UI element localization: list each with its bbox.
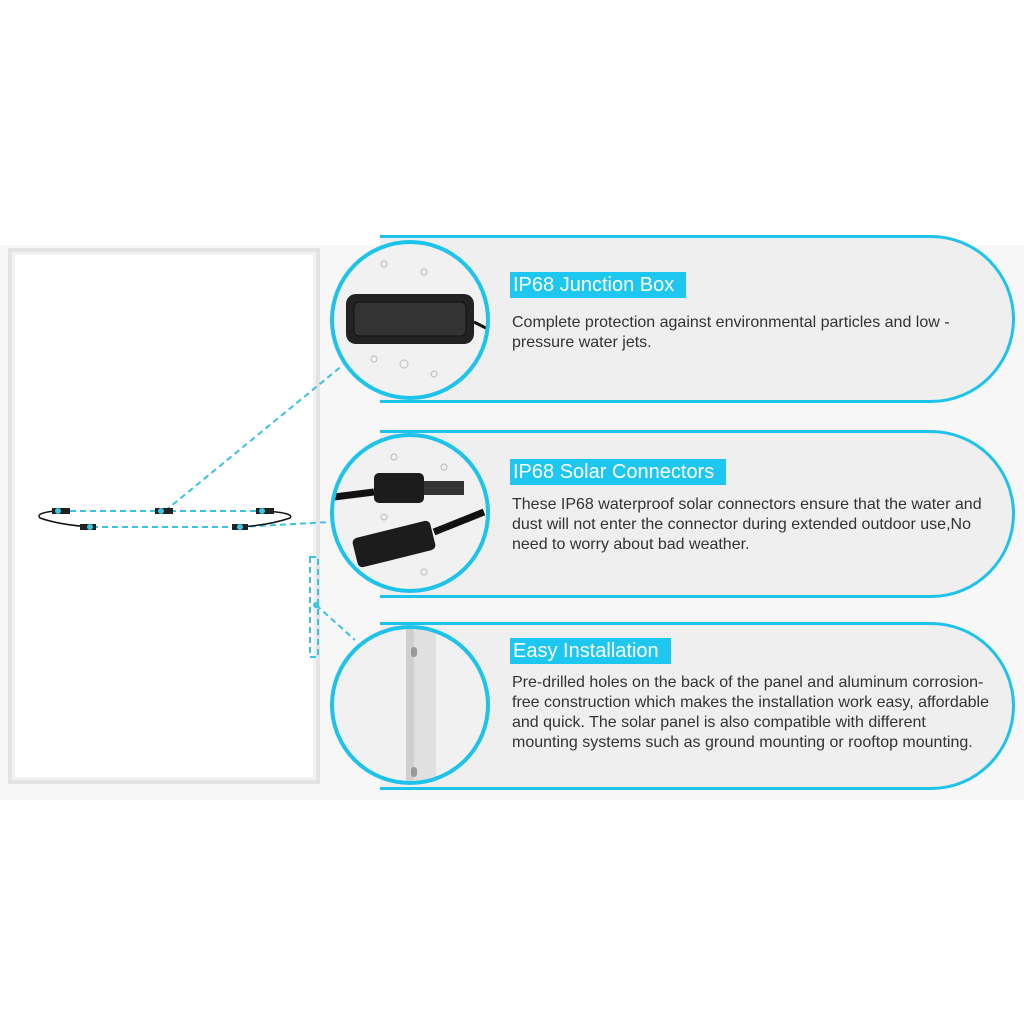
feature-title-solar-connectors: IP68 Solar Connectors <box>510 459 727 485</box>
feature-desc-junction-box: Complete protection against environmenta… <box>512 314 950 351</box>
panel-frame-photo <box>330 625 490 785</box>
junction-box-photo <box>330 240 490 400</box>
solar-connectors-photo <box>330 433 490 593</box>
solar-panel-back <box>8 248 320 784</box>
feature-desc-solar-connectors: These IP68 waterproof solar connectors e… <box>512 496 982 553</box>
feature-title-junction-box: IP68 Junction Box <box>510 272 687 298</box>
feature-desc-easy-installation: Pre-drilled holes on the back of the pan… <box>512 674 989 751</box>
feature-title-easy-installation: Easy Installation <box>510 638 671 664</box>
